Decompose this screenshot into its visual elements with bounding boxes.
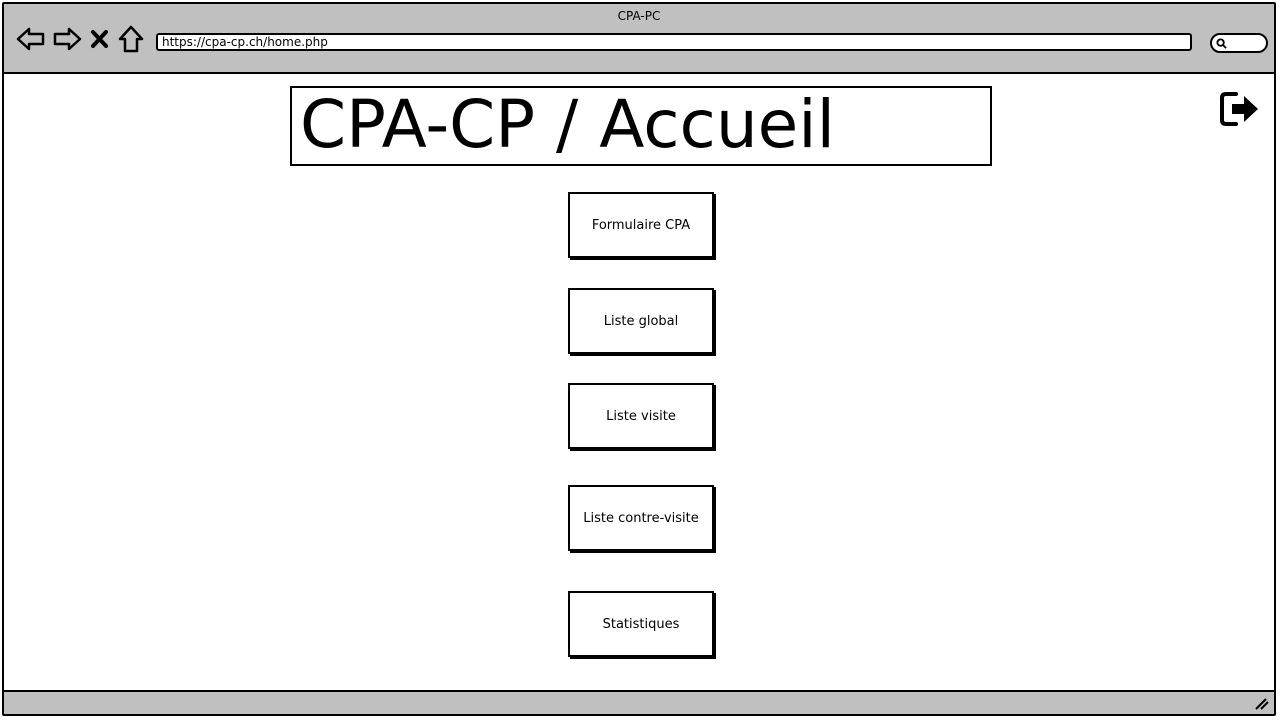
page-title: CPA-CP / Accueil: [290, 86, 992, 166]
formulaire-cpa-button[interactable]: Formulaire CPA: [568, 192, 714, 258]
statistiques-button[interactable]: Statistiques: [568, 591, 714, 657]
page-content: CPA-CP / Accueil Formulaire CPA Liste gl…: [4, 74, 1274, 694]
home-icon[interactable]: [116, 24, 146, 54]
search-icon: [1216, 38, 1227, 49]
liste-global-button[interactable]: Liste global: [568, 288, 714, 354]
liste-visite-button[interactable]: Liste visite: [568, 383, 714, 449]
browser-search-field[interactable]: [1210, 33, 1268, 53]
browser-toolbar: CPA-PC https://cpa-cp.ch/home.php: [4, 4, 1274, 74]
status-bar: [4, 690, 1274, 714]
stop-icon[interactable]: [88, 24, 112, 54]
window-title: CPA-PC: [617, 9, 661, 23]
back-arrow-icon[interactable]: [16, 24, 46, 54]
resize-grip-icon[interactable]: [1254, 697, 1270, 711]
url-bar[interactable]: https://cpa-cp.ch/home.php: [156, 33, 1192, 51]
liste-contre-visite-button[interactable]: Liste contre-visite: [568, 485, 714, 551]
forward-arrow-icon[interactable]: [52, 24, 82, 54]
logout-icon[interactable]: [1218, 90, 1262, 128]
